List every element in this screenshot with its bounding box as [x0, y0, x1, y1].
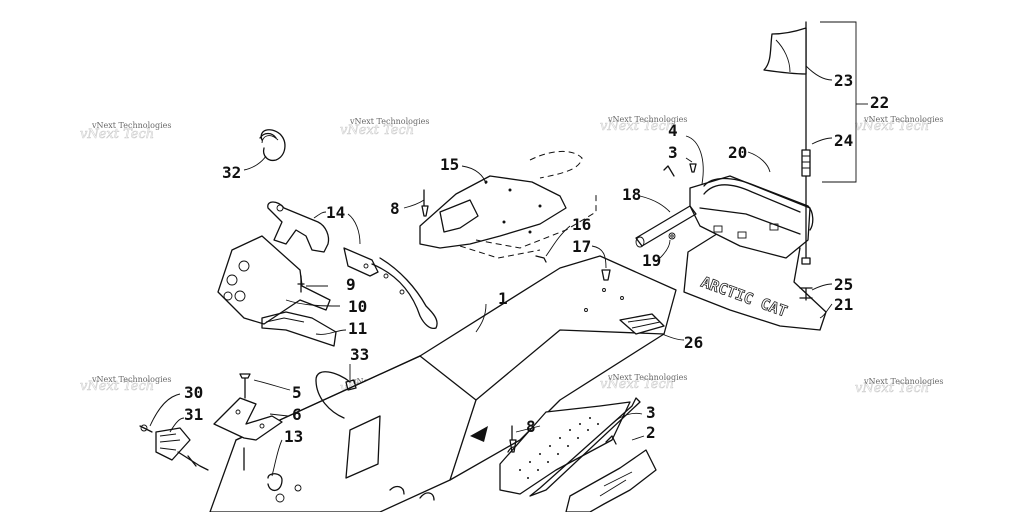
watermark: vNext Tech vNext Technologies — [80, 121, 172, 142]
callout-33: 33 — [350, 345, 369, 364]
watermark-text: vNext Technologies — [607, 115, 687, 124]
callout-22: 22 — [870, 93, 889, 112]
watermark: vNext Tech vNext Technologies — [855, 377, 944, 396]
watermark: vNext Tech vNext Technologies — [340, 117, 430, 138]
part-14-bracket — [267, 201, 438, 330]
svg-text:vNext Tech: vNext Tech — [600, 119, 674, 134]
callout-8a: 8 — [390, 199, 400, 218]
callout-11: 11 — [348, 319, 367, 338]
callout-10: 10 — [348, 297, 367, 316]
watermark-text: vNext Technologies — [91, 375, 171, 384]
svg-text:vNext Tech: vNext Tech — [600, 377, 674, 392]
part-perforated-plate — [499, 397, 641, 497]
part-6-bracket — [213, 397, 283, 441]
svg-text:vNext Tech: vNext Tech — [855, 381, 929, 396]
watermark-text: vNext Technologies — [863, 115, 943, 124]
arrow-left-icon — [470, 426, 488, 442]
part-9-pin — [297, 275, 305, 293]
part-16-pin — [535, 255, 547, 263]
callout-18: 18 — [622, 185, 641, 204]
callout-4: 4 — [668, 121, 678, 140]
part-25-bolt — [799, 287, 813, 301]
part-31-taillight — [155, 427, 209, 471]
svg-text:vNext Tech: vNext Tech — [80, 379, 154, 394]
part-30-screw — [139, 424, 153, 433]
watermark: vNext Tech vNext Technologies — [600, 115, 688, 134]
callout-3b: 3 — [646, 403, 656, 422]
svg-text:vNext Tech: vNext Tech — [80, 127, 154, 142]
callout-2: 2 — [646, 423, 656, 442]
callout-26: 26 — [684, 333, 703, 352]
callout-23: 23 — [834, 71, 853, 90]
svg-text:vNext Tech: vNext Tech — [855, 119, 929, 134]
callout-31: 31 — [184, 405, 203, 424]
callout-19: 19 — [642, 251, 661, 270]
callout-15: 15 — [440, 155, 459, 174]
part-33-cable — [315, 371, 357, 419]
callout-1: 1 — [498, 289, 508, 308]
callout-9: 9 — [346, 275, 356, 294]
callout-group: 1 2 3 3 4 5 6 8 8 9 10 11 13 14 15 16 — [149, 21, 889, 477]
callout-14: 14 — [326, 203, 345, 222]
svg-text:vNext Tech: vNext Tech — [340, 123, 414, 138]
part-3-pin — [605, 163, 697, 445]
part-32-clip — [259, 129, 286, 162]
callout-6: 6 — [292, 405, 302, 424]
part-5-bolt — [239, 373, 251, 399]
callout-30: 30 — [184, 383, 203, 402]
part-17-pin — [601, 269, 611, 281]
callout-21: 21 — [834, 295, 853, 314]
watermark-text: vNext Technologies — [349, 117, 429, 126]
callout-13: 13 — [284, 427, 303, 446]
watermark: vNext Tech vNext Technologies — [855, 115, 944, 134]
part-8-pin — [421, 189, 517, 453]
watermark-text: vNext Technologies — [607, 373, 687, 382]
callout-32: 32 — [222, 163, 241, 182]
callout-16: 16 — [572, 215, 591, 234]
watermark-text: vNext Technologies — [863, 377, 943, 386]
part-21-rear-bumper: ARCTIC CAT — [635, 175, 827, 331]
part-guard-plate — [217, 235, 337, 347]
callout-17: 17 — [572, 237, 591, 256]
callout-3a: 3 — [668, 143, 678, 162]
watermark: vNext Tech vNext Technologies — [80, 375, 172, 394]
callout-8b: 8 — [526, 417, 536, 436]
callout-20: 20 — [728, 143, 747, 162]
callout-25: 25 — [834, 275, 853, 294]
callout-5: 5 — [292, 383, 302, 402]
callout-24: 24 — [834, 131, 853, 150]
watermark-text: vNext Technologies — [91, 121, 171, 130]
part-22-flag — [763, 21, 811, 265]
part-13-bolt — [243, 447, 283, 491]
part-4-pin — [663, 165, 675, 177]
watermark: vNext Tech vNext Technologies — [600, 373, 688, 392]
